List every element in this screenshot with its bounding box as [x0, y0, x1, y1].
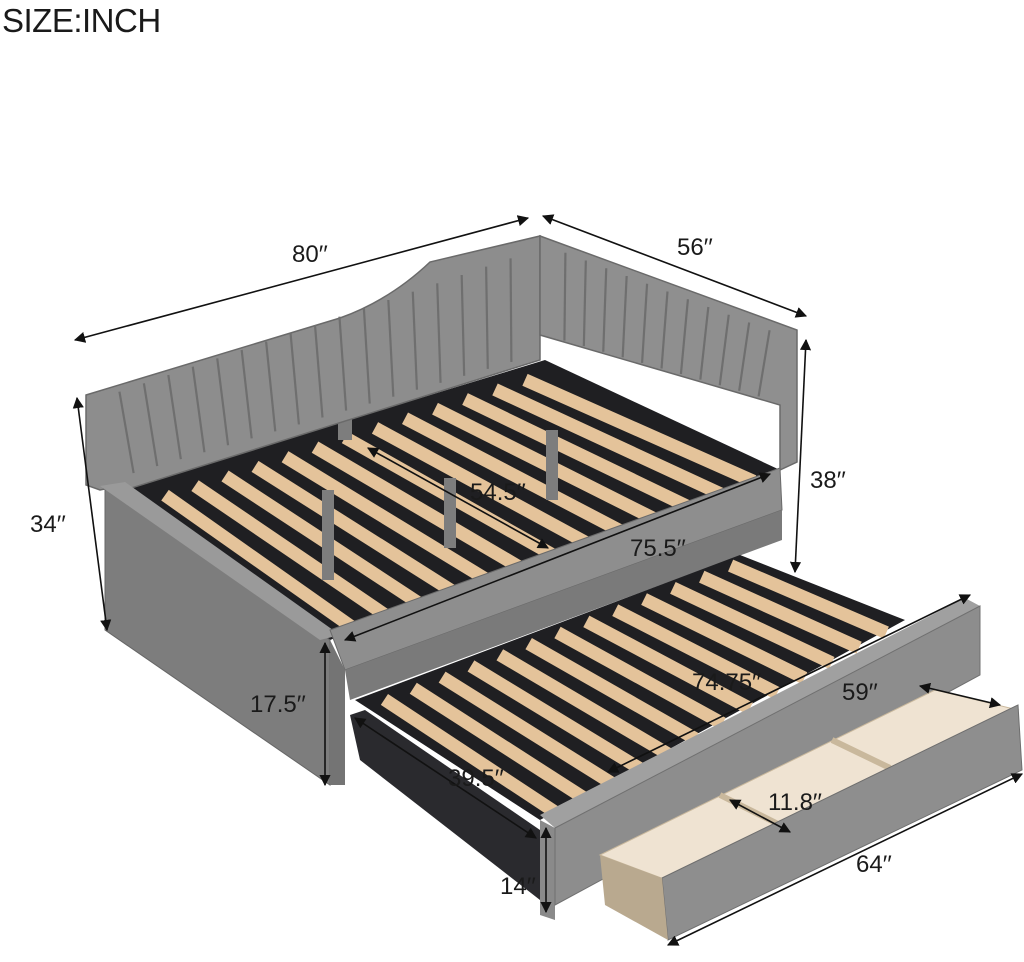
dim-side-height: 17.5′′	[250, 691, 306, 718]
tuft-channel	[167, 374, 182, 460]
dim-width-outer: 56′′	[677, 234, 713, 261]
tuft-channel	[738, 322, 751, 391]
drawer-side	[600, 855, 668, 940]
tuft-channel	[289, 333, 300, 425]
slat	[522, 373, 757, 488]
tuft-channel	[563, 252, 567, 341]
tuft-channel	[509, 258, 513, 362]
tuft-channel	[757, 330, 771, 397]
dim-trundle-height: 14′′	[500, 873, 536, 900]
dim-drawer-depth: 11.8′′	[768, 789, 822, 816]
left-arm-top	[100, 482, 340, 640]
slat	[161, 489, 366, 639]
dim-drawer-length: 59′′	[842, 679, 878, 706]
front-face	[330, 640, 345, 785]
tuft-channel	[118, 391, 135, 474]
tuft-channel	[718, 314, 730, 386]
dim-length-outer: 80′′	[292, 241, 328, 268]
dim-trundle-depth: 39.5′′	[448, 765, 504, 792]
dim-inner-length: 75.5′′	[630, 535, 686, 562]
dim-height-back: 38′′	[810, 467, 846, 494]
tuft-channel	[191, 366, 206, 453]
tuft-channel	[699, 306, 710, 380]
dimension-lines	[72, 214, 1024, 946]
dim-drawer-total: 64′′	[856, 851, 892, 878]
tuft-channel	[216, 358, 230, 446]
tuft-channel	[240, 349, 253, 439]
trundle-front-panel	[540, 820, 555, 920]
dim-trundle-length: 74.75′′	[692, 669, 762, 696]
page-title: SIZE:INCH	[2, 2, 161, 39]
tuft-channel	[142, 383, 159, 467]
tuft-channel	[265, 341, 277, 432]
dim-height-front: 34′′	[30, 511, 66, 538]
dim-slat-depth: 54.5′′	[470, 479, 526, 506]
